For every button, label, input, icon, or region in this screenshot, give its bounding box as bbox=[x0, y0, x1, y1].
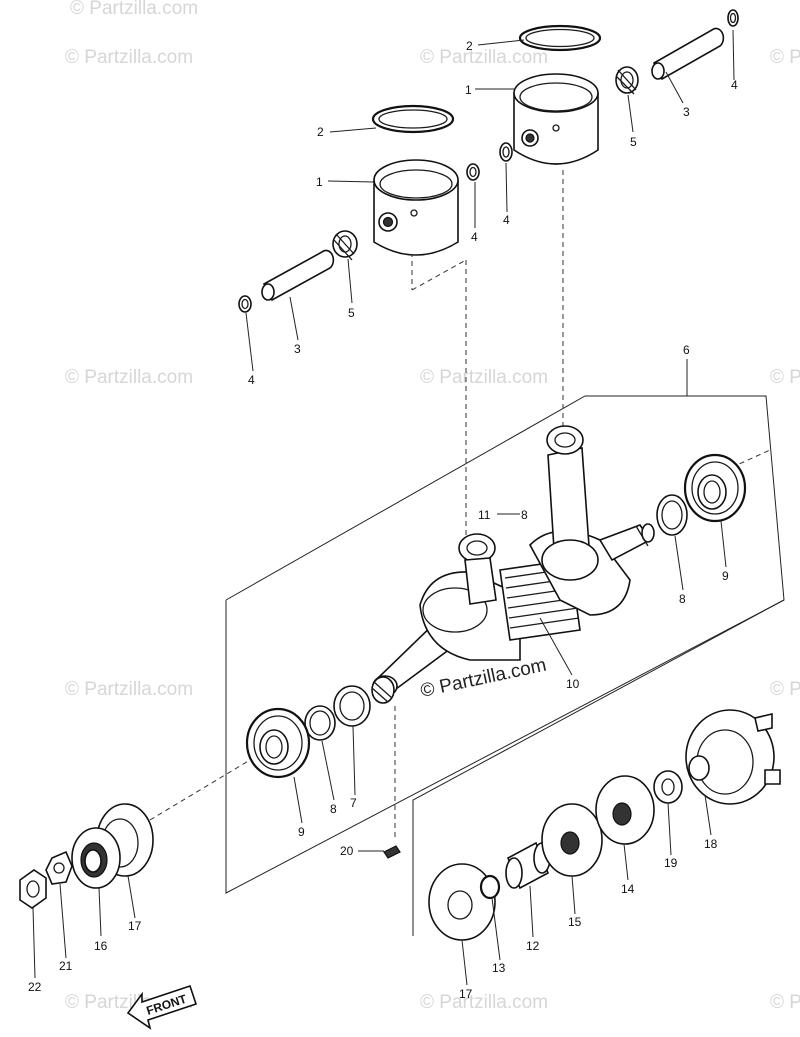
connecting-rod-right bbox=[541, 425, 599, 581]
crank-oil-seal-right bbox=[656, 494, 688, 536]
callout-4: 4 bbox=[731, 78, 738, 92]
collar-16 bbox=[71, 827, 121, 889]
callout-13: 13 bbox=[492, 961, 506, 975]
callout-4: 4 bbox=[248, 373, 255, 387]
crank-oil-seal-left-inner bbox=[304, 705, 336, 741]
clutch-group-box bbox=[412, 599, 785, 936]
watermark-text: © Partzilla.com bbox=[770, 992, 800, 1013]
callout-9: 9 bbox=[298, 825, 305, 839]
needle-bearing-left bbox=[332, 230, 358, 261]
callout-3: 3 bbox=[294, 342, 301, 356]
circlip-right-outer bbox=[727, 9, 739, 27]
callout-8: 8 bbox=[330, 802, 337, 816]
snap-ring-13 bbox=[479, 874, 501, 900]
callout-12: 12 bbox=[526, 939, 540, 953]
alignment-lines bbox=[149, 170, 771, 840]
callout-4: 4 bbox=[471, 230, 478, 244]
callout-2: 2 bbox=[466, 39, 473, 53]
callout-18: 18 bbox=[704, 837, 718, 851]
plate-15 bbox=[541, 803, 603, 877]
connecting-rod-left bbox=[458, 533, 497, 605]
callout-2: 2 bbox=[317, 125, 324, 139]
thrust-washer-17-right bbox=[428, 863, 496, 941]
watermark-text: © Partzilla.com bbox=[420, 47, 548, 68]
piston-ring-left bbox=[371, 104, 455, 134]
callout-16: 16 bbox=[94, 939, 108, 953]
piston-ring-right bbox=[518, 24, 602, 52]
watermark-text: © Partzilla.com bbox=[420, 992, 548, 1013]
circlip-right-inner bbox=[499, 142, 513, 162]
leader-lines bbox=[32, 29, 735, 986]
crank-thread-left bbox=[371, 676, 395, 704]
circlip-left-outer bbox=[238, 295, 252, 313]
needle-bearing-right bbox=[615, 66, 639, 95]
callout-10: 10 bbox=[566, 677, 580, 691]
piston-left bbox=[373, 159, 459, 256]
callout-17: 17 bbox=[459, 987, 473, 1001]
callout-4: 4 bbox=[503, 213, 510, 227]
callout-11-ref: 8 bbox=[521, 508, 528, 522]
woodruff-key bbox=[383, 845, 401, 859]
clutch-hub-18 bbox=[685, 709, 781, 805]
piston-pin-left bbox=[261, 249, 335, 302]
nut-22 bbox=[19, 869, 47, 909]
sleeve-12 bbox=[505, 841, 551, 890]
callout-21: 21 bbox=[59, 959, 73, 973]
watermark-text: © Partzilla.com bbox=[65, 679, 193, 700]
watermark-text: © Partzilla.com bbox=[770, 47, 800, 68]
callout-20: 20 bbox=[340, 844, 354, 858]
callout-9: 9 bbox=[722, 569, 729, 583]
washer-19 bbox=[653, 770, 683, 804]
piston-pin-right bbox=[651, 27, 725, 81]
crank-bearing-right bbox=[683, 453, 747, 523]
crankshaft-assembly-box bbox=[225, 395, 785, 894]
watermark-text: © Partzilla.com bbox=[65, 367, 193, 388]
watermark-text: © Partzilla.com bbox=[70, 0, 198, 19]
watermark-overlay: © Partzilla.com bbox=[419, 655, 549, 702]
callout-15: 15 bbox=[568, 915, 582, 929]
plate-14 bbox=[595, 775, 655, 845]
callout-5: 5 bbox=[630, 135, 637, 149]
watermark-text: © Partzilla.com bbox=[770, 679, 800, 700]
watermark-text: © Partzilla.com bbox=[65, 47, 193, 68]
callout-1: 1 bbox=[316, 175, 323, 189]
lock-washer-21 bbox=[45, 850, 73, 885]
crank-thread-right bbox=[635, 523, 655, 547]
callout-17: 17 bbox=[128, 919, 142, 933]
callout-11: 11 bbox=[478, 508, 491, 522]
watermark-text: © Partzilla.com bbox=[420, 367, 548, 388]
piston-right bbox=[513, 73, 599, 165]
crank-oil-seal-left-outer bbox=[333, 685, 371, 727]
callout-3: 3 bbox=[683, 105, 690, 119]
watermark-text: © Partzilla.com bbox=[770, 367, 800, 388]
callout-6: 6 bbox=[683, 343, 690, 357]
callout-1: 1 bbox=[465, 83, 472, 97]
callout-8: 8 bbox=[679, 592, 686, 606]
callout-19: 19 bbox=[664, 856, 678, 870]
crank-bearing-left bbox=[245, 707, 311, 779]
callout-5: 5 bbox=[348, 306, 355, 320]
callout-7: 7 bbox=[350, 796, 357, 810]
callout-labels: 2 1 3 4 5 4 2 1 4 5 3 4 6 11 8 8 9 10 7 … bbox=[28, 39, 738, 1001]
callout-14: 14 bbox=[621, 882, 635, 896]
circlip-left-inner bbox=[466, 163, 480, 181]
callout-22: 22 bbox=[28, 980, 42, 994]
